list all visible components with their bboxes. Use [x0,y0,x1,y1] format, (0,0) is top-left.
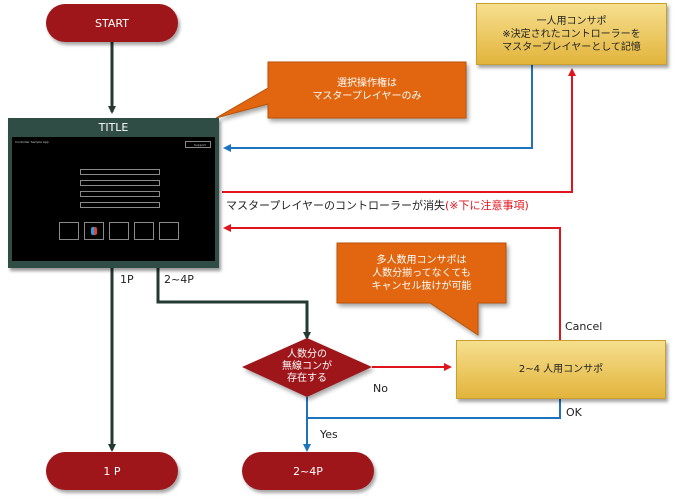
decision-diamond-shape [242,338,372,397]
joycon-icon [94,227,97,235]
branch-24p-label: 2~4P [164,273,194,286]
preview-menu-option-1 [80,169,160,175]
yes-label: Yes [320,428,338,441]
callout-multi-text: 多人数用コンサポは 人数分揃ってなくても キャンセル抜けが可能 [371,254,472,292]
edge-lost-to-single [222,68,576,193]
preview-player-slot-controller [84,222,104,240]
preview-menu-option-4 [80,202,160,208]
preview-header-right: Support [194,143,206,147]
preview-menu-option-2 [80,180,160,186]
title-screen-preview: Controller Sample App Support [12,137,215,261]
edge-multi-ok [307,397,561,419]
title-screen-node: TITLE Controller Sample App Support [8,118,219,268]
callout-master-shape [215,61,467,119]
no-label: No [373,382,388,395]
preview-menu-option-3 [80,191,160,197]
decision-node-text: 人数分の 無線コンが 存在する [282,349,332,384]
edge-cancel-to-title [223,224,561,340]
joycon-icon [91,227,94,235]
callout-multi-shape [336,242,507,336]
controller-lost-text: マスタープレイヤーのコントローラーが消失 [226,199,446,212]
multi-controller-support-node: 2~4 人用コンサポ [456,340,666,399]
cancel-label: Cancel [565,320,603,333]
preview-player-slot [159,222,179,240]
preview-header-left: Controller Sample App [15,140,49,144]
controller-lost-note: (※下に注意事項) [445,199,529,212]
controller-lost-label: マスタープレイヤーのコントローラーが消失(※下に注意事項) [226,197,529,213]
single-controller-support-node: 一人用コンサポ ※決定されたコントローラーを マスタープレイヤーとして記憶 [476,3,667,65]
ok-label: OK [566,406,582,419]
end-1p-node: 1 P [46,452,178,490]
callout-master-text: 選択操作権は マスタープレイヤーのみ [312,78,422,102]
preview-support-button: Support [185,141,211,148]
start-node: START [46,4,178,42]
preview-player-slot [59,222,79,240]
branch-1p-label: 1P [120,273,134,286]
end-24p-node: 2~4P [242,452,374,490]
edge-single-ok-to-title [223,64,533,152]
title-screen-label: TITLE [98,121,129,134]
preview-player-slot [109,222,129,240]
edge-title-to-decision [156,268,311,340]
preview-player-slot [134,222,154,240]
